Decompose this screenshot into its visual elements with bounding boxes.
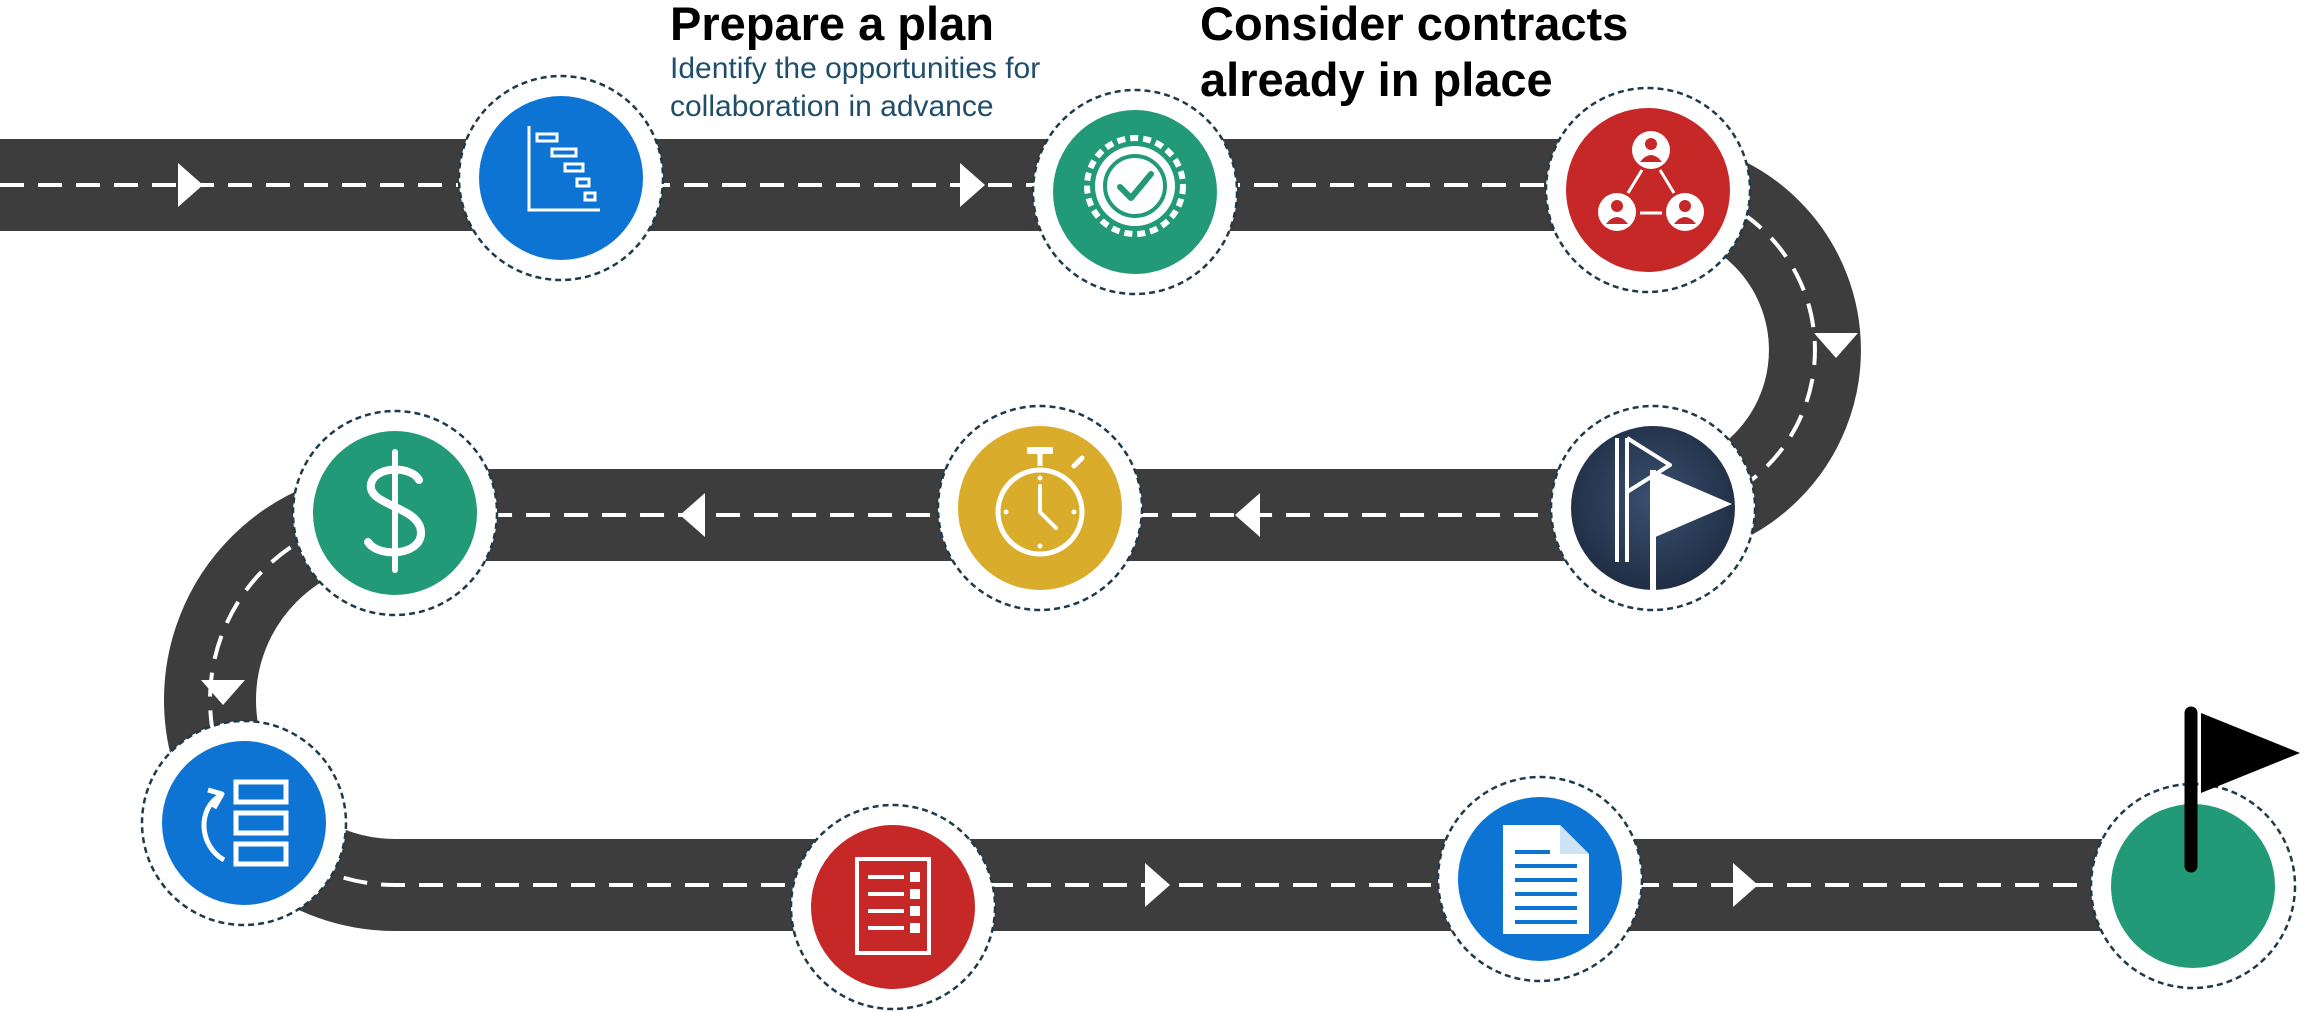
contracts-title-line-2: already in place: [1200, 53, 1553, 106]
milestone-3: [1544, 86, 1752, 294]
milestone-5: [936, 404, 1144, 612]
certified-badge-icon: [1084, 135, 1186, 237]
arrow-right-icon: [1145, 863, 1170, 907]
reorder-list-icon: [201, 779, 289, 867]
arrow-right-icon: [1733, 863, 1758, 907]
arrow-down-icon: [201, 680, 245, 705]
plan-description-line-1: Identify the opportunities for: [670, 52, 1041, 85]
plan-title: Prepare a plan: [670, 0, 994, 50]
dollar-icon: [364, 449, 425, 573]
contracts-title-line-1: Consider contracts: [1200, 0, 1629, 50]
milestone-9: [1436, 775, 1644, 983]
milestone-7: [140, 719, 348, 927]
start-flag-icon: [1615, 436, 1732, 590]
checklist-icon: [855, 857, 931, 955]
milestone-4: [1549, 404, 1757, 612]
arrow-left-icon: [680, 493, 705, 537]
milestone-2: [1031, 88, 1239, 296]
arrow-down-icon: [1814, 333, 1858, 358]
direction-arrows: [178, 163, 1858, 907]
milestone-10: [2089, 706, 2300, 990]
arrow-left-icon: [1235, 493, 1260, 537]
stopwatch-icon: [995, 447, 1085, 557]
milestone-1: [457, 74, 665, 282]
arrow-right-icon: [178, 163, 203, 207]
gantt-chart-icon: [527, 126, 600, 212]
document-icon: [1503, 825, 1589, 934]
contracts-title: Consider contracts already in place: [1200, 0, 1720, 108]
arrow-right-icon: [960, 163, 985, 207]
finish-flag-icon: [2184, 706, 2300, 873]
milestone-6: [291, 409, 499, 617]
plan-description-line-2: collaboration in advance: [670, 90, 994, 123]
plan-description: Identify the opportunities for collabora…: [670, 50, 1100, 126]
team-network-icon: [1598, 131, 1704, 231]
milestone-8: [789, 803, 997, 1011]
